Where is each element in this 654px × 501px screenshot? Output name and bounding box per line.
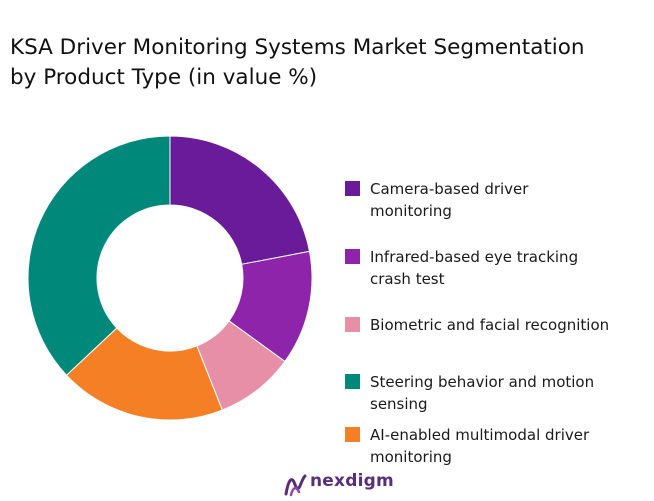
donut-slice-steering bbox=[27, 135, 171, 376]
nexdigm-logo-text: nexdigm bbox=[310, 471, 394, 491]
chart-title: KSA Driver Monitoring Systems Market Seg… bbox=[10, 35, 585, 90]
legend-label-infrared: Infrared-based eye tracking crash test bbox=[370, 248, 579, 288]
legend-swatch-biometric bbox=[345, 317, 360, 332]
nexdigm-logo-icon bbox=[284, 474, 307, 497]
legend-swatch-ai bbox=[345, 427, 360, 442]
legend-label-camera: Camera-based driver monitoring bbox=[370, 180, 529, 220]
donut-slice-ai bbox=[65, 327, 223, 421]
legend-label-biometric: Biometric and facial recognition bbox=[370, 316, 610, 334]
legend-swatch-infrared bbox=[345, 249, 360, 264]
legend-swatch-camera bbox=[345, 181, 360, 196]
donut-slice-camera bbox=[169, 135, 311, 265]
legend-label-steering: Steering behavior and motion sensing bbox=[370, 373, 595, 413]
legend-label-ai: AI-enabled multimodal driver monitoring bbox=[370, 426, 590, 466]
legend-swatch-steering bbox=[345, 374, 360, 389]
